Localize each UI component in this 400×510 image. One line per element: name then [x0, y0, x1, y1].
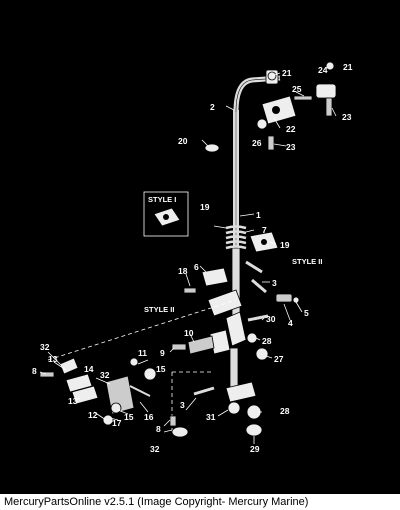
callout-label: 16	[144, 412, 154, 422]
lower-link	[225, 381, 257, 403]
screw-8	[169, 415, 177, 427]
style-label: STYLE II	[144, 305, 174, 314]
callout-label: 2	[210, 102, 215, 112]
callout-label: 3	[180, 400, 185, 410]
callout-label: 10	[184, 328, 194, 338]
nut-29	[245, 423, 263, 437]
callout-label: 19	[280, 240, 290, 250]
callout-label: 24	[318, 65, 328, 75]
callout-label: 5	[304, 308, 309, 318]
callout-label: 6	[194, 262, 199, 272]
screw-23	[267, 135, 275, 151]
washer-28	[246, 332, 258, 344]
callout-label: 13	[48, 354, 58, 364]
style-label: STYLE I	[148, 195, 176, 204]
callout-label: 17	[112, 418, 122, 428]
copyright-caption: MercuryPartsOnline v2.5.1 (Image Copyrig…	[0, 494, 400, 510]
clip-32	[171, 426, 189, 438]
callout-label: 23	[342, 112, 352, 122]
screw-23	[325, 97, 333, 117]
callout-label: 21	[343, 62, 353, 72]
callout-label: 18	[178, 266, 188, 276]
callout-label: 32	[100, 370, 110, 380]
upper-bracket-assembly	[256, 61, 337, 151]
shift-shaft	[231, 110, 241, 329]
pin-5	[292, 296, 300, 304]
callout-label: 15	[124, 412, 134, 422]
callout-label: 23	[286, 142, 296, 152]
callout-label: 12	[88, 410, 98, 420]
style-label: STYLE II	[292, 257, 322, 266]
bushing-27	[255, 347, 269, 361]
callout-label: 14	[84, 364, 94, 374]
callout-label: 20	[178, 136, 188, 146]
callout-label: 30	[266, 314, 276, 324]
callout-label: 31	[206, 412, 216, 422]
callout-label: 32	[40, 342, 50, 352]
bolt-9	[171, 343, 187, 351]
spring-4	[275, 293, 293, 303]
callout-label: 22	[286, 124, 296, 134]
bolt-18	[183, 287, 197, 294]
callout-label: 15	[156, 364, 166, 374]
callout-label: 11	[138, 348, 147, 358]
leader-lines	[39, 72, 337, 444]
callout-numbers: 21 24 21 25 2 22 23 26 23 20 19 1 7 19 1…	[32, 62, 353, 454]
callout-label: 9	[160, 348, 165, 358]
pin-30	[247, 314, 269, 322]
callout-label: 32	[150, 444, 160, 454]
callout-label: 28	[280, 406, 290, 416]
bracket-6	[201, 267, 229, 287]
parts-exploded-diagram: STYLE I STYLE II STYLE II 21 24 21 25 2 …	[32, 61, 353, 454]
nut-21	[325, 61, 335, 71]
washer-10	[187, 335, 215, 355]
clip-20	[204, 143, 220, 153]
callout-label: 28	[262, 336, 272, 346]
anchor-block-24	[315, 83, 337, 99]
callout-label: 8	[156, 424, 161, 434]
shift-lever-assembly	[171, 289, 247, 355]
callout-label: 8	[32, 366, 37, 376]
pin-25	[293, 95, 313, 101]
callout-label: 3	[272, 278, 277, 288]
callout-label: 26	[252, 138, 262, 148]
left-linkage-assembly	[39, 357, 157, 426]
callout-label: 27	[274, 354, 284, 364]
style-i-inset	[143, 191, 189, 237]
callout-label: 4	[288, 318, 293, 328]
callout-label: 1	[256, 210, 261, 220]
callout-label: 29	[250, 444, 260, 454]
washer-26	[256, 118, 268, 130]
callout-label: 19	[200, 202, 210, 212]
callout-label: 21	[282, 68, 292, 78]
washer-31	[227, 401, 241, 415]
callout-label: 7	[262, 225, 267, 235]
spring-7	[213, 225, 247, 250]
callout-label: 13	[68, 396, 78, 406]
callout-label: 25	[292, 84, 302, 94]
pin-3	[193, 386, 215, 396]
